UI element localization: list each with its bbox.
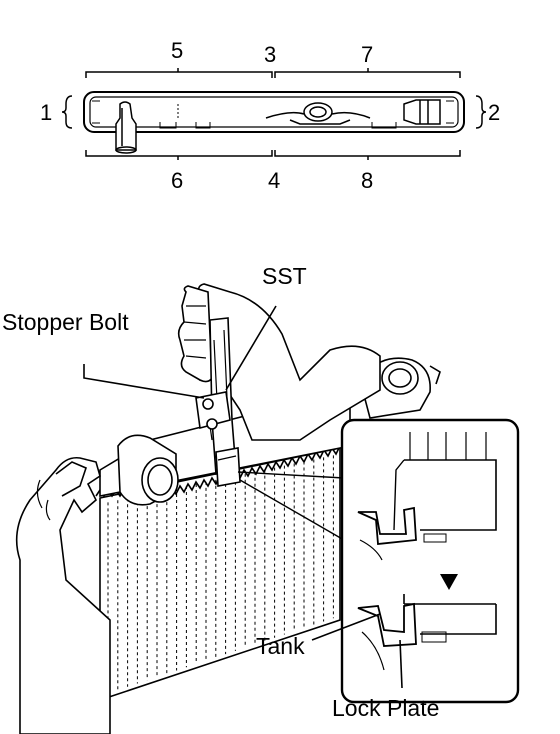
staking-illustration [15,283,441,734]
outlet-pipe [403,99,441,125]
section-number-5: 5 [171,38,183,63]
label-lock-plate: Lock Plate [332,695,439,721]
section-number-labels: 1 2 3 4 5 6 7 8 [40,38,500,193]
section-number-2: 2 [488,100,500,125]
leader-tank [311,613,381,641]
tank-outline [83,91,465,133]
section-number-6: 6 [171,168,183,193]
leader-detail-bottom [239,479,345,541]
leader-stopper-bolt [83,364,205,399]
detail-after [357,594,497,671]
detail-inset [311,418,520,704]
tank-section-diagram [61,68,487,160]
section-number-8: 8 [361,168,373,193]
bottom-brace-left [85,150,273,160]
inlet-pipe [115,101,137,154]
label-tank: Tank [256,633,305,659]
detail-before [357,432,497,561]
section-number-1: 1 [40,100,52,125]
stake-arrow [440,574,458,590]
right-curly-brace [475,95,487,129]
bottom-brace-right [274,150,461,160]
top-brace-right [274,68,461,78]
detail-inset-frame [340,418,520,704]
right-arm [177,283,381,441]
section-number-4: 4 [268,168,280,193]
label-sst: SST [262,263,307,289]
left-curly-brace [61,95,73,129]
section-number-7: 7 [361,42,373,67]
section-number-3: 3 [264,42,276,67]
sst-tool [195,317,241,487]
leader-lock-plate [399,639,403,689]
top-brace-left [85,68,273,78]
leader-sst [225,305,277,391]
filler-neck [265,102,371,125]
leader-detail-top [237,471,345,479]
radiator-pipe [117,434,179,506]
label-stopper-bolt: Stopper Bolt [2,309,129,335]
left-hand [15,456,111,734]
